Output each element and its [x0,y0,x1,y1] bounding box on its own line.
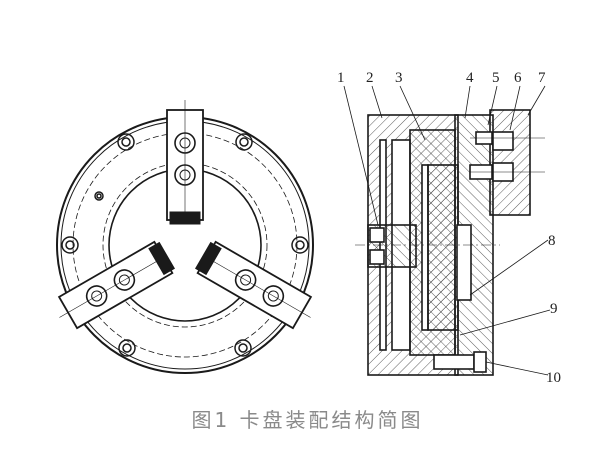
part-labels: 1 2 3 4 5 6 7 8 9 10 [337,70,561,386]
part-label-3: 3 [395,70,403,86]
part-label-7: 7 [538,70,546,86]
part-label-8: 8 [548,233,556,249]
body-bolts [61,133,309,357]
part-label-9: 9 [550,301,558,317]
part-label-2: 2 [366,70,374,86]
front-view [49,100,321,374]
section-view [355,109,545,376]
part-label-6: 6 [514,70,522,86]
jaw [166,100,204,225]
leader-lines [343,85,551,376]
part-label-10: 10 [546,370,561,386]
figure-caption: 图1 卡盘装配结构简图 [191,408,424,432]
part-label-1: 1 [337,70,345,86]
part-label-4: 4 [466,70,474,86]
part-label-5: 5 [492,70,500,86]
